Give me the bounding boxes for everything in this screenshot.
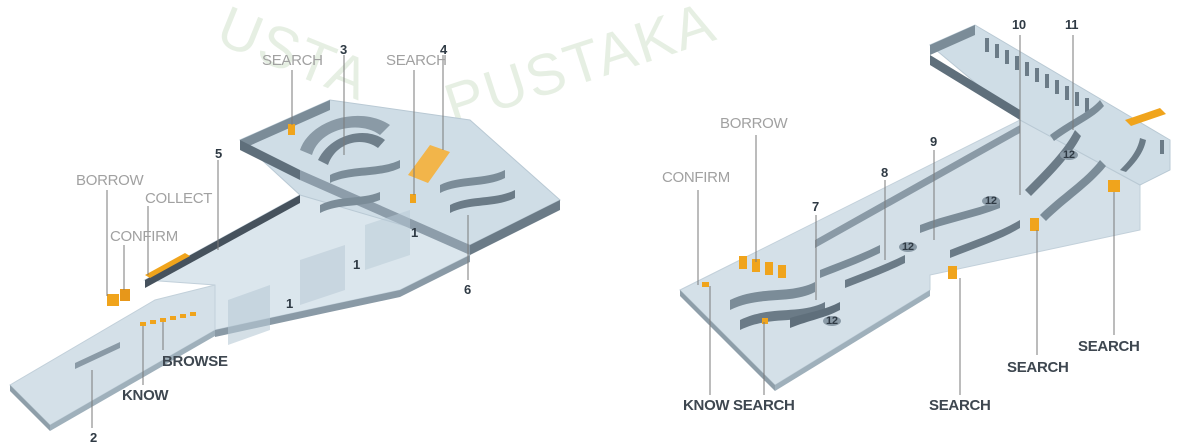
left-upper-wall-right <box>470 200 560 255</box>
left-corridor-front <box>50 330 215 431</box>
right-floor-plan <box>679 24 1171 395</box>
left-browse-shelf-4 <box>170 316 176 320</box>
right-curved-shelf-1 <box>730 282 815 310</box>
right-number-8: 8 <box>881 165 888 180</box>
left-browse-shelf-3 <box>160 318 166 322</box>
left-corridor-edge <box>10 385 50 431</box>
left-upper-wall-left <box>240 140 300 180</box>
left-number-6: 6 <box>464 282 471 297</box>
left-upper-wall-back <box>240 100 330 150</box>
right-search-kiosk-mid <box>948 266 957 279</box>
left-number-1-b: 1 <box>353 257 360 272</box>
right-curved-shelf-11 <box>1120 138 1146 172</box>
right-label-confirm: CONFIRM <box>662 169 730 186</box>
right-number-12-b: 12 <box>902 241 914 253</box>
right-upper-wing-shelves <box>985 38 1164 154</box>
right-main-floor-edge <box>775 290 930 391</box>
right-search-kiosk-r2 <box>1108 180 1120 192</box>
right-curved-shelf-10 <box>1050 100 1104 141</box>
left-stairs <box>408 145 450 183</box>
right-curved-shelf-2 <box>740 302 825 330</box>
left-floor-plan <box>9 55 561 431</box>
left-label-browse: BROWSE <box>162 353 228 370</box>
left-glass-partition-1 <box>228 285 270 345</box>
left-amphitheater-seating <box>300 115 390 155</box>
right-number-12-c: 12 <box>985 195 997 207</box>
left-curved-shelf-2 <box>440 170 505 193</box>
left-label-confirm: CONFIRM <box>110 228 178 245</box>
right-upper-wall-back <box>930 25 975 55</box>
left-borrow-station-1 <box>107 294 119 306</box>
right-curved-shelf-9 <box>1025 130 1081 196</box>
left-curved-shelf-4 <box>320 192 380 213</box>
right-curved-shelf-3 <box>790 302 840 328</box>
left-number-1-c: 1 <box>286 296 293 311</box>
right-label-know: KNOW <box>683 397 730 414</box>
left-collect-counter <box>145 253 190 278</box>
right-know-station <box>702 282 709 287</box>
left-label-know: KNOW <box>122 387 169 404</box>
right-curved-shelf-8 <box>1040 160 1106 221</box>
right-number-11: 11 <box>1065 17 1079 32</box>
left-upper-wall-mid <box>300 170 470 255</box>
right-curved-shelf-4 <box>820 245 880 278</box>
left-label-search-b: SEARCH <box>386 52 447 69</box>
right-round-table-2 <box>899 242 917 252</box>
right-round-table-4 <box>1060 150 1078 160</box>
left-browse-shelf-6 <box>190 312 196 316</box>
right-number-12-d: 12 <box>1063 149 1075 161</box>
left-browse-shelf-2 <box>150 320 156 324</box>
right-label-search-mid: SEARCH <box>929 397 991 414</box>
right-number-7: 7 <box>812 199 819 214</box>
right-number-10: 10 <box>1012 17 1026 32</box>
right-label-search-know: SEARCH <box>733 397 795 414</box>
right-label-borrow: BORROW <box>720 115 788 132</box>
left-glass-partition-2 <box>300 245 345 305</box>
left-entrance-bench <box>75 342 120 369</box>
left-browse-shelf-5 <box>180 314 186 318</box>
right-curved-shelf-7 <box>950 220 1020 258</box>
right-main-floor-edge-left <box>680 290 775 391</box>
right-search-kiosk-know <box>762 318 768 324</box>
right-number-12-a: 12 <box>826 315 838 327</box>
left-borrow-station-2 <box>120 289 130 301</box>
left-number-4: 4 <box>440 42 447 57</box>
right-curved-shelf-6 <box>920 200 1000 233</box>
right-amber-desk <box>1125 108 1166 126</box>
right-curved-shelf-5 <box>845 255 905 288</box>
left-browse-shelf-1 <box>140 322 146 326</box>
left-glass-partition-3 <box>365 210 410 270</box>
right-round-table-3 <box>982 196 1000 206</box>
left-curved-shelf-1 <box>330 160 400 183</box>
left-hall-wall-back <box>145 195 300 288</box>
left-label-borrow: BORROW <box>76 172 144 189</box>
left-amphitheater-seating-2 <box>318 132 385 165</box>
left-number-2: 2 <box>90 430 97 445</box>
left-curved-shelf-3 <box>450 190 515 213</box>
right-borrow-stations <box>739 256 786 278</box>
left-label-collect: COLLECT <box>145 190 213 207</box>
left-number-1-a: 1 <box>411 225 418 240</box>
left-label-search-a: SEARCH <box>262 52 323 69</box>
right-number-9: 9 <box>930 134 937 149</box>
right-search-kiosk-r1 <box>1030 218 1039 231</box>
right-long-wall <box>815 125 1020 248</box>
right-label-search-r1: SEARCH <box>1007 359 1069 376</box>
right-label-search-r2: SEARCH <box>1078 338 1140 355</box>
left-number-5: 5 <box>215 146 222 161</box>
left-hall-wall-front <box>215 255 470 337</box>
left-search-kiosk-stair <box>410 194 416 203</box>
left-number-3: 3 <box>340 42 347 57</box>
right-upper-wall-left <box>930 55 1020 120</box>
left-search-kiosk-top <box>288 124 295 135</box>
right-round-table-1 <box>823 316 841 326</box>
